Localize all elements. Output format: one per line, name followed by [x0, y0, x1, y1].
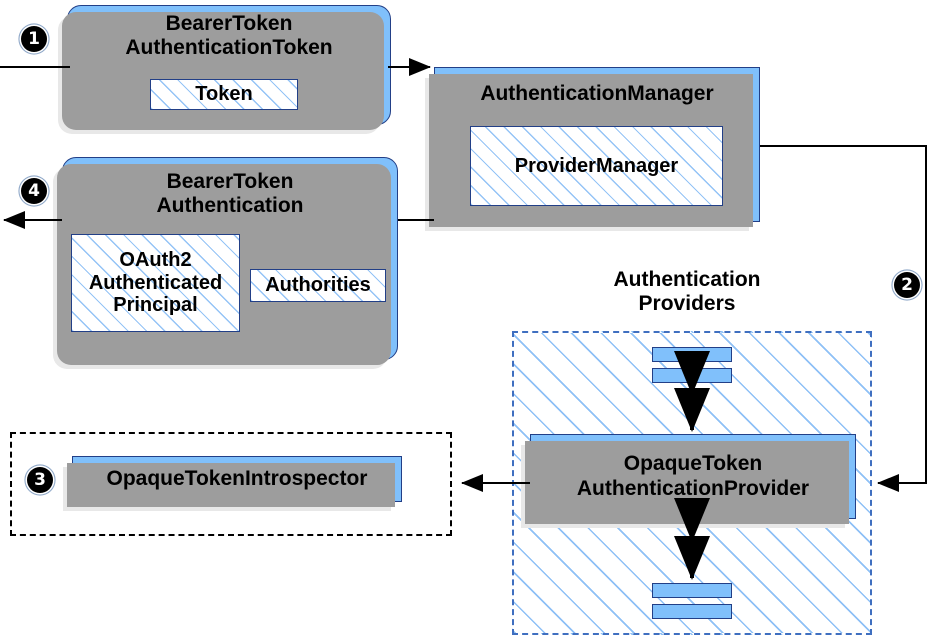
- node-opaque-token-introspector: OpaqueTokenIntrospector: [63, 456, 402, 511]
- node-opaque-token-authentication-provider: OpaqueToken AuthenticationProvider: [521, 434, 856, 528]
- step-badge-2: 2: [894, 272, 920, 298]
- step-badge-3: 3: [27, 467, 53, 493]
- node-provider-manager: ProviderManager: [470, 126, 723, 206]
- step-badge-1: 1: [21, 26, 47, 52]
- bearer-token-authentication-title: BearerToken Authentication: [156, 170, 304, 218]
- authentication-providers-heading: Authentication Providers: [613, 268, 761, 315]
- bearer-token-authentication-token-title: BearerToken AuthenticationToken: [125, 12, 333, 60]
- provider-placeholder-bar-bottom-1: [652, 583, 732, 598]
- node-token: Token: [150, 79, 298, 110]
- node-oauth2-authenticated-principal: OAuth2 Authenticated Principal: [71, 234, 240, 332]
- step-badge-4: 4: [21, 178, 47, 204]
- authentication-manager-title: AuthenticationManager: [480, 82, 714, 105]
- opaque-token-introspector-container: [10, 432, 452, 536]
- provider-placeholder-bar-bottom-2: [652, 604, 732, 619]
- node-bearer-token-authentication-token: BearerToken AuthenticationToken: [58, 5, 391, 134]
- provider-placeholder-bar-top-1: [652, 347, 732, 362]
- provider-placeholder-bar-top-2: [652, 368, 732, 383]
- node-authorities: Authorities: [250, 269, 386, 302]
